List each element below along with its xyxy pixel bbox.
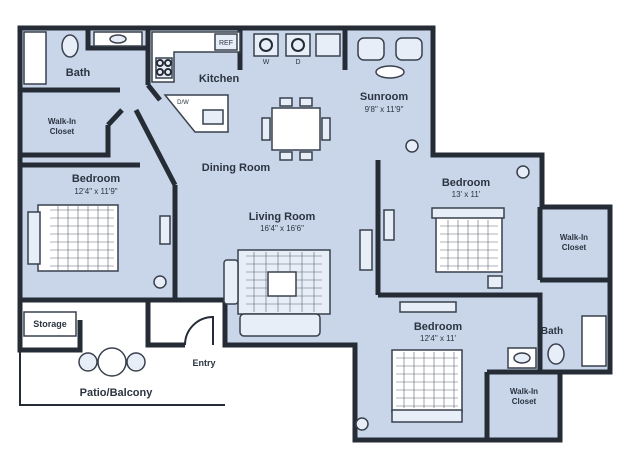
bedroom-dimensions: 12'4" x 11'9"	[74, 187, 117, 196]
dining-chair	[321, 117, 331, 141]
plant	[153, 275, 167, 289]
patio-table	[97, 347, 127, 377]
bath-sink	[513, 352, 531, 364]
bedroom-label: Bedroom	[414, 321, 463, 333]
dryer-drum	[291, 38, 305, 52]
floor-area	[20, 28, 610, 440]
dresser	[159, 215, 171, 245]
bed-quilt	[396, 352, 458, 408]
plant	[405, 139, 419, 153]
dryer	[285, 33, 311, 57]
sofa	[239, 313, 321, 337]
washer-drum	[259, 38, 273, 52]
storage-closet	[23, 311, 77, 337]
entry-door	[184, 315, 214, 346]
dresser	[399, 301, 457, 313]
bath-label: Bath	[541, 326, 563, 337]
burner	[164, 68, 172, 76]
dining-chair	[261, 117, 271, 141]
burner	[156, 59, 164, 67]
patio-chair	[126, 352, 146, 372]
washer-label: W	[263, 59, 270, 66]
dining-chair	[299, 151, 313, 161]
bedroom-dimensions: 12'4" x 11'	[420, 334, 456, 343]
dishwasher-label: D/W	[177, 100, 189, 106]
sunroom-label: Sunroom	[360, 91, 408, 103]
dining-chair	[279, 151, 293, 161]
bathtub	[23, 31, 47, 85]
dryer-label: D	[295, 59, 300, 66]
dining-room-label: Dining Room	[202, 162, 271, 174]
tv-console	[359, 229, 373, 271]
bed-quilt	[50, 206, 114, 270]
bedroom-dimensions: 13' x 11'	[452, 190, 481, 199]
headboard-pillows	[27, 211, 41, 265]
toilet	[61, 34, 79, 58]
headboard-pillows	[431, 207, 505, 219]
entry-label: Entry	[192, 358, 215, 368]
toilet	[547, 343, 565, 365]
burner	[156, 68, 164, 76]
bath-label: Bath	[66, 67, 91, 79]
living-room-dimensions: 16'4" x 16'6"	[260, 224, 304, 233]
bed	[391, 349, 463, 413]
patio-chair	[78, 352, 98, 372]
kitchen-label: Kitchen	[199, 73, 240, 85]
kitchen-sink	[202, 109, 224, 125]
burner	[164, 59, 172, 67]
bath-sink	[109, 34, 127, 44]
coffee-table	[267, 271, 297, 297]
plant	[355, 417, 369, 431]
sunroom-dimensions: 9'8" x 11'9"	[365, 105, 404, 114]
coffee-table	[375, 65, 405, 79]
bathtub	[581, 315, 607, 367]
bedroom-label: Bedroom	[72, 173, 121, 185]
loveseat	[223, 259, 239, 305]
plant	[516, 165, 530, 179]
water-heater	[315, 33, 341, 57]
dining-table	[271, 107, 321, 151]
stove	[155, 57, 173, 79]
armchair	[357, 37, 385, 61]
headboard-pillows	[391, 409, 463, 423]
dining-chair	[279, 97, 293, 107]
dresser	[383, 209, 395, 241]
refrigerator	[214, 33, 238, 51]
patio-label: Patio/Balcony	[80, 387, 154, 399]
bed-quilt	[440, 220, 498, 270]
storage-label: Storage	[33, 319, 67, 329]
bedroom-label: Bedroom	[442, 177, 491, 189]
washer	[253, 33, 279, 57]
nightstand	[487, 275, 503, 289]
armchair	[395, 37, 423, 61]
patio-railing	[19, 350, 225, 406]
living-room-label: Living Room	[249, 211, 316, 223]
refrigerator-label: REF	[219, 40, 233, 47]
dining-chair	[299, 97, 313, 107]
